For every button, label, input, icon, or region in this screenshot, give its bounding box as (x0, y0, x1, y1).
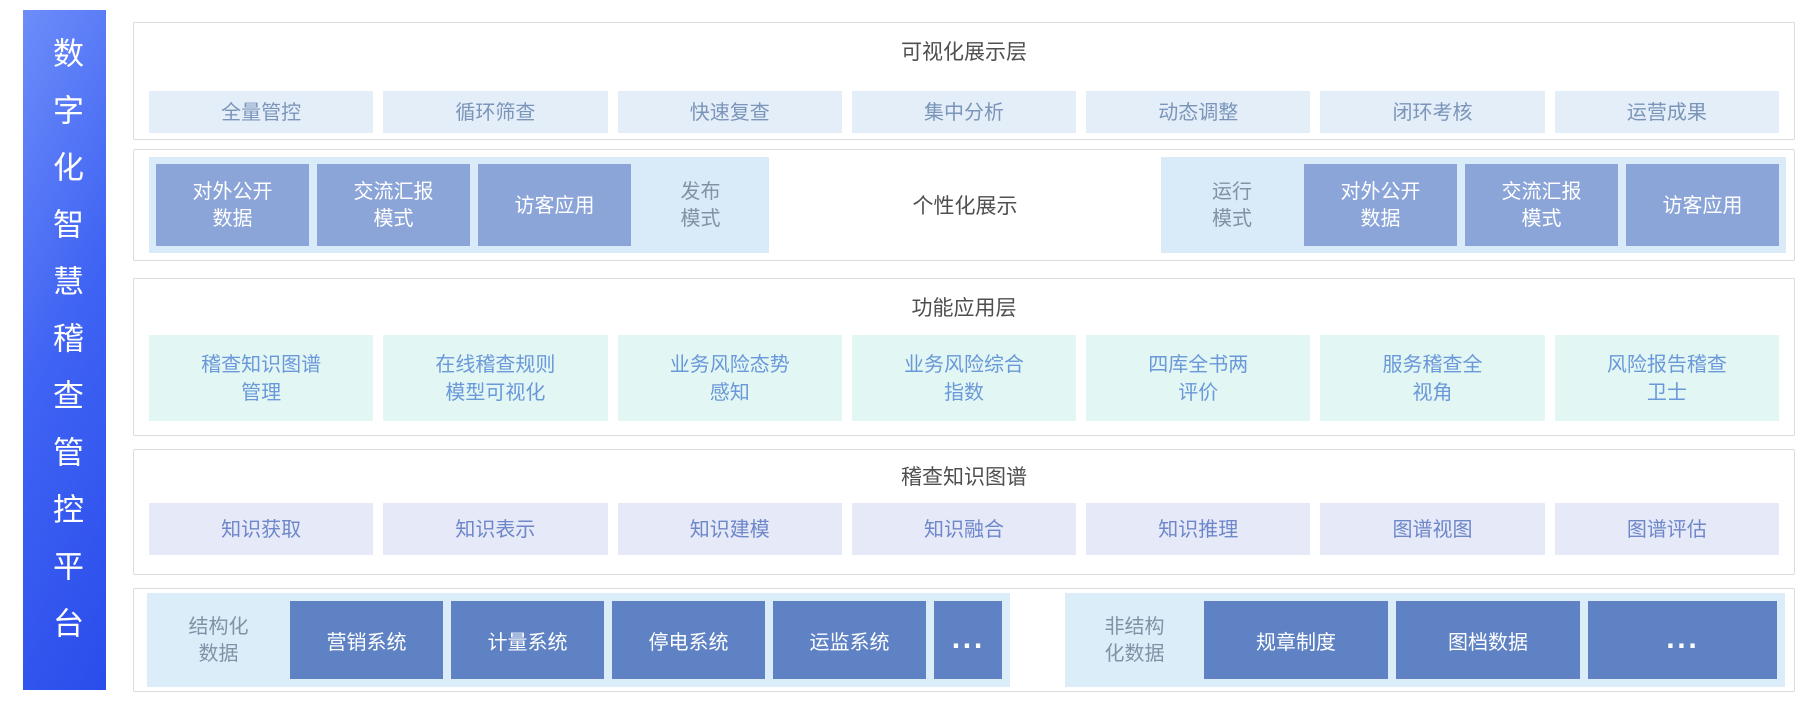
knowledge-item: 知识推理 (1086, 503, 1311, 555)
structured-system-box: 计量系统 (451, 601, 604, 679)
publish-mode-group: 对外公开 数据 交流汇报 模式 访客应用 发布 模式 (149, 157, 769, 253)
function-item: 风险报告稽查 卫士 (1554, 335, 1779, 421)
personalized-display-label: 个性化展示 (912, 194, 1018, 218)
run-box: 对外公开 数据 (1304, 164, 1457, 246)
visualization-layer-panel: 可视化展示层 全量管控 循环筛查 快速复查 集中分析 动态调整 闭环考核 运营成… (133, 22, 1795, 140)
visualization-item: 全量管控 (149, 91, 374, 133)
visualization-item: 集中分析 (851, 91, 1077, 133)
data-source-layer-panel: 结构化 数据 营销系统 计量系统 停电系统 运监系统 ... 非结构 化数据 规… (133, 588, 1795, 692)
run-box: 访客应用 (1626, 164, 1779, 246)
knowledge-item: 知识融合 (851, 503, 1077, 555)
function-item: 四库全书两 评价 (1086, 335, 1311, 421)
function-layer-title: 功能应用层 (911, 296, 1017, 320)
knowledge-items: 知识获取 知识表示 知识建模 知识融合 知识推理 图谱视图 图谱评估 (149, 503, 1779, 555)
visualization-items: 全量管控 循环筛查 快速复查 集中分析 动态调整 闭环考核 运营成果 (149, 91, 1779, 133)
run-mode-label: 运行 模式 (1212, 179, 1252, 230)
unstructured-data-panel: 非结构 化数据 规章制度 图档数据 ... (1065, 593, 1785, 687)
visualization-item: 运营成果 (1554, 91, 1779, 133)
structured-data-panel: 结构化 数据 营销系统 计量系统 停电系统 运监系统 ... (147, 593, 1010, 687)
structured-more-box: ... (934, 601, 1002, 679)
structured-system-box: 营销系统 (290, 601, 443, 679)
run-box: 交流汇报 模式 (1465, 164, 1618, 246)
function-item: 业务风险综合 指数 (851, 335, 1077, 421)
structured-system-box: 运监系统 (773, 601, 926, 679)
platform-title-bar: 数字化智慧稽查管控平台 (23, 10, 106, 690)
publish-box: 对外公开 数据 (156, 164, 309, 246)
knowledge-graph-title: 稽查知识图谱 (901, 465, 1027, 489)
unstructured-system-box: 规章制度 (1204, 601, 1388, 679)
function-items: 稽查知识图谱 管理 在线稽查规则 模型可视化 业务风险态势 感知 业务风险综合 … (149, 335, 1779, 421)
display-mode-layer-panel: 对外公开 数据 交流汇报 模式 访客应用 发布 模式 个性化展示 运行 模式 对… (133, 149, 1795, 261)
run-mode-group: 运行 模式 对外公开 数据 交流汇报 模式 访客应用 (1161, 157, 1786, 253)
structured-system-box: 停电系统 (612, 601, 765, 679)
publish-box: 交流汇报 模式 (317, 164, 470, 246)
visualization-item: 循环筛查 (383, 91, 608, 133)
knowledge-item: 知识表示 (383, 503, 608, 555)
knowledge-graph-panel: 稽查知识图谱 知识获取 知识表示 知识建模 知识融合 知识推理 图谱视图 图谱评… (133, 449, 1795, 575)
knowledge-item: 图谱视图 (1320, 503, 1545, 555)
visualization-item: 快速复查 (617, 91, 842, 133)
visualization-layer-title: 可视化展示层 (901, 40, 1027, 64)
publish-box: 访客应用 (478, 164, 631, 246)
knowledge-item: 知识获取 (149, 503, 374, 555)
function-layer-panel: 功能应用层 稽查知识图谱 管理 在线稽查规则 模型可视化 业务风险态势 感知 业… (133, 278, 1795, 436)
visualization-item: 动态调整 (1086, 91, 1311, 133)
knowledge-item: 图谱评估 (1554, 503, 1779, 555)
publish-mode-label: 发布 模式 (680, 179, 721, 230)
unstructured-data-label: 非结构 化数据 (1104, 614, 1165, 665)
platform-title: 数字化智慧稽查管控平台 (47, 36, 83, 664)
structured-data-label: 结构化 数据 (188, 614, 249, 665)
function-item: 稽查知识图谱 管理 (149, 335, 374, 421)
knowledge-item: 知识建模 (617, 503, 842, 555)
visualization-item: 闭环考核 (1320, 91, 1545, 133)
function-item: 在线稽查规则 模型可视化 (383, 335, 608, 421)
function-item: 服务稽查全 视角 (1320, 335, 1545, 421)
function-item: 业务风险态势 感知 (617, 335, 842, 421)
unstructured-more-box: ... (1588, 601, 1777, 679)
unstructured-system-box: 图档数据 (1396, 601, 1580, 679)
